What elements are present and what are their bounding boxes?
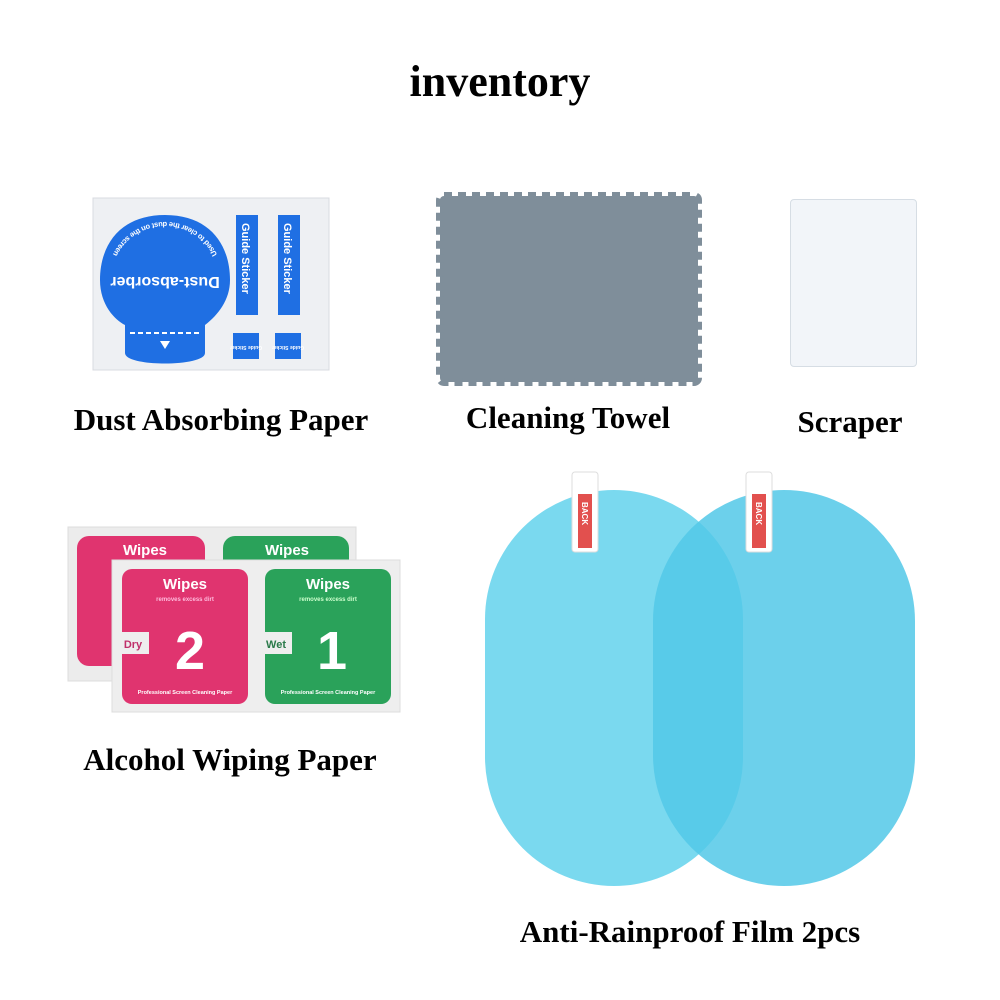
- back-tab-text: BACK: [580, 502, 589, 525]
- footer-dry: Professional Screen Cleaning Paper: [138, 690, 233, 696]
- back-tab-text-2: BACK: [754, 502, 763, 525]
- dry-text: Dry: [124, 639, 143, 651]
- wipes-text-wet: Wipes: [306, 576, 350, 593]
- dust-absorber-text: Dust-absorber: [110, 273, 219, 290]
- guide-sticker-text-2: Guide Sticker: [281, 223, 293, 295]
- tagline-wet: removes excess dirt: [299, 597, 357, 603]
- label-dust-absorbing-paper: Dust Absorbing Paper: [73, 402, 369, 437]
- label-anti-rainproof-film: Anti-Rainproof Film 2pcs: [519, 914, 861, 949]
- wipes-text-back: Wipes: [123, 542, 167, 559]
- cleaning-towel-image: [436, 192, 702, 386]
- label-alcohol-wiping-paper: Alcohol Wiping Paper: [83, 742, 377, 777]
- dust-absorbing-paper-image: Used to clear the dust on the screen Dus…: [92, 197, 330, 371]
- number-1: 1: [317, 621, 347, 681]
- guide-sticker-tab-text-2: Guide Sticker: [272, 344, 304, 350]
- wet-text: Wet: [266, 639, 286, 651]
- wipes-text-dry: Wipes: [163, 576, 207, 593]
- guide-sticker-tab-text: Guide Sticker: [230, 344, 262, 350]
- guide-sticker-text: Guide Sticker: [239, 223, 251, 295]
- page-title: inventory: [409, 57, 591, 106]
- alcohol-wiping-paper-image: Wipes Wipes Wipes Wipes removes excess d…: [67, 526, 401, 713]
- anti-rainproof-film-image: BACK BACK: [485, 471, 915, 886]
- label-scraper: Scraper: [797, 404, 903, 439]
- wipes-text-back-2: Wipes: [265, 542, 309, 559]
- tagline-dry: removes excess dirt: [156, 597, 214, 603]
- label-cleaning-towel: Cleaning Towel: [465, 400, 671, 435]
- scraper-image: [790, 199, 917, 367]
- footer-wet: Professional Screen Cleaning Paper: [281, 690, 376, 696]
- number-2: 2: [175, 621, 205, 681]
